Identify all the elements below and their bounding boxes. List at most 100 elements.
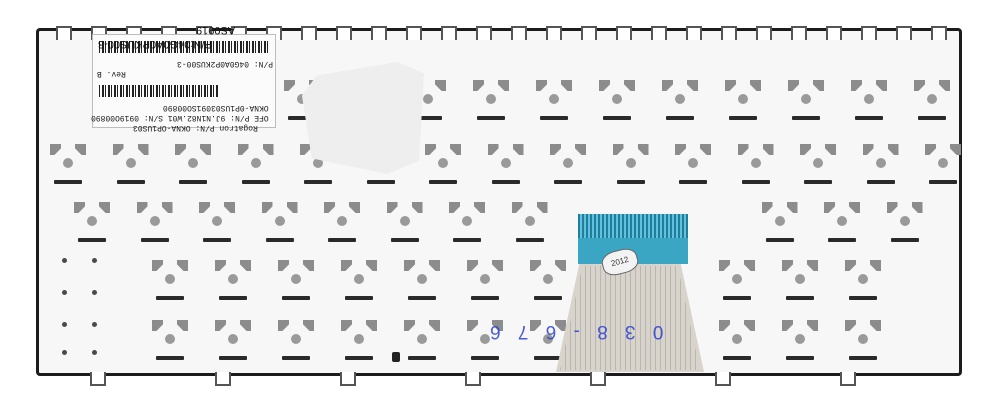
key-mount-part xyxy=(786,202,798,213)
key-mount-part xyxy=(175,144,186,155)
key-mount-part xyxy=(914,80,925,91)
rivet xyxy=(92,350,97,355)
key-mount-part xyxy=(813,80,824,91)
key-mount-part xyxy=(165,274,175,284)
key-mount-part xyxy=(219,296,247,300)
barcode-bottom xyxy=(99,85,219,97)
key-mount-part xyxy=(870,320,881,331)
key-mount-part xyxy=(540,116,568,120)
key-mount-part xyxy=(161,202,173,213)
key-mount-part xyxy=(938,158,948,168)
key-mount-part xyxy=(480,274,490,284)
key-mount-part xyxy=(291,274,301,284)
frame-tab xyxy=(546,26,562,40)
key-mount-part xyxy=(165,334,175,344)
frame-tab xyxy=(715,372,731,386)
key-mount-part xyxy=(303,320,314,331)
frame-tab xyxy=(340,372,356,386)
key-mount-part xyxy=(286,202,298,213)
key-mount-part xyxy=(345,356,373,360)
key-mount-part xyxy=(911,202,923,213)
key-mount-part xyxy=(875,158,886,168)
key-mount-part xyxy=(477,116,505,120)
key-mount-part xyxy=(480,334,490,344)
key-mount-part xyxy=(215,320,226,331)
ribbon-connector xyxy=(578,214,688,264)
key-mount-part xyxy=(467,320,478,331)
key-mount xyxy=(150,318,190,362)
key-mount-part xyxy=(732,274,742,284)
key-mount-part xyxy=(828,238,856,242)
key-mount-part xyxy=(550,144,561,155)
key-mount-part xyxy=(492,260,503,271)
key-mount-part xyxy=(750,158,761,168)
key-mount-part xyxy=(563,158,573,168)
key-mount-part xyxy=(354,334,364,344)
key-mount-part xyxy=(237,144,249,155)
key-mount xyxy=(486,142,526,186)
key-mount-part xyxy=(737,144,749,155)
key-mount xyxy=(673,142,713,186)
key-mount-part xyxy=(116,180,145,184)
key-mount-part xyxy=(858,334,868,344)
key-mount-part xyxy=(675,144,686,155)
key-mount-part xyxy=(549,94,559,104)
key-mount-part xyxy=(732,334,742,344)
rivet xyxy=(92,290,97,295)
key-mount-part xyxy=(156,356,184,360)
key-mount-part xyxy=(219,356,247,360)
key-mount-part xyxy=(536,80,547,91)
key-mount-part xyxy=(870,260,881,271)
key-mount-part xyxy=(288,116,316,120)
key-mount-part xyxy=(337,216,347,226)
key-mount xyxy=(465,318,505,362)
key-mount xyxy=(339,258,379,302)
key-mount-part xyxy=(438,158,448,168)
key-mount-part xyxy=(624,80,635,91)
key-mount-part xyxy=(761,202,773,213)
key-mount-part xyxy=(825,144,836,155)
key-mount-part xyxy=(429,320,440,331)
key-mount xyxy=(213,258,253,302)
key-mount xyxy=(135,200,175,244)
key-mount-part xyxy=(637,144,649,155)
key-mount-part xyxy=(284,80,295,91)
key-mount-part xyxy=(324,202,335,213)
key-mount xyxy=(385,200,425,244)
key-mount-part xyxy=(511,202,523,213)
key-mount-part xyxy=(136,202,148,213)
key-mount-part xyxy=(824,202,835,213)
key-mount-part xyxy=(303,260,314,271)
key-mount-part xyxy=(404,320,415,331)
key-mount-part xyxy=(750,80,761,91)
label-rev: Rev. B xyxy=(97,69,126,78)
key-mount-part xyxy=(862,144,874,155)
key-mount xyxy=(780,258,820,302)
key-mount-part xyxy=(719,320,730,331)
key-mount-part xyxy=(366,320,377,331)
key-mount-part xyxy=(282,296,310,300)
key-mount-part xyxy=(612,144,624,155)
key-mount-part xyxy=(575,144,586,155)
key-mount-part xyxy=(112,144,124,155)
frame-tab xyxy=(56,26,72,40)
key-mount-part xyxy=(939,80,950,91)
key-mount-part xyxy=(512,144,524,155)
key-mount xyxy=(402,318,442,362)
frame-tab xyxy=(826,26,842,40)
key-mount-part xyxy=(927,94,937,104)
key-mount-part xyxy=(849,296,877,300)
key-mount-part xyxy=(845,320,856,331)
key-mount-part xyxy=(54,180,82,184)
key-mount-part xyxy=(399,216,410,226)
frame-tab xyxy=(686,26,702,40)
key-mount-part xyxy=(788,80,799,91)
key-mount-part xyxy=(782,320,793,331)
key-mount xyxy=(339,318,379,362)
key-mount-part xyxy=(125,158,136,168)
key-mount-part xyxy=(500,158,511,168)
key-mount-part xyxy=(152,260,163,271)
key-mount-part xyxy=(675,94,685,104)
key-mount-part xyxy=(491,180,520,184)
key-mount-part xyxy=(530,260,541,271)
